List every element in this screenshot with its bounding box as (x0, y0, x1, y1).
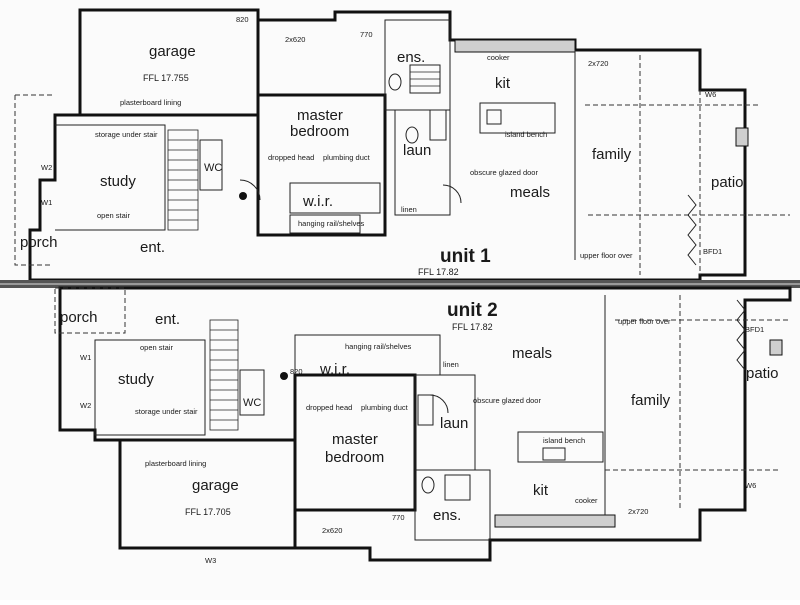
note-plasterboard-u2: plasterboard lining (145, 459, 206, 468)
room-master-u2: master (332, 431, 378, 448)
note-dropped-head-u2: dropped head (306, 403, 352, 412)
door-bfd1-u2: BFD1 (745, 325, 764, 334)
room-garage-u2: garage (192, 477, 239, 494)
dim-820-u2: 820 (290, 367, 303, 376)
room-kit-u1: kit (495, 75, 511, 92)
dim-2x620-u2: 2x620 (322, 526, 342, 535)
unit-1-title: unit 1 (440, 246, 491, 267)
room-porch-u1: porch (20, 234, 58, 251)
unit-2-title: unit 2 (447, 300, 498, 321)
room-ent-u2: ent. (155, 311, 180, 328)
note-obscure-u2: obscure glazed door (473, 396, 541, 405)
dim-820-u1: 820 (236, 15, 249, 24)
unit-2-ffl: FFL 17.82 (452, 322, 493, 332)
room-laun-u2: laun (440, 415, 468, 432)
note-storage-u2: storage under stair (135, 407, 198, 416)
room-wir-u1: w.i.r. (302, 193, 333, 210)
win-w1-u2: W1 (80, 353, 91, 362)
win-w2-u2: W2 (80, 401, 91, 410)
note-linen-u2: linen (443, 360, 459, 369)
unit-2-plan (54, 286, 792, 562)
note-upper-floor-u2: upper floor over (618, 317, 671, 326)
dim-770-u2: 770 (392, 513, 405, 522)
ffl-garage-u2: FFL 17.705 (185, 507, 231, 517)
note-hanging-u1: hanging rail/shelves (298, 219, 365, 228)
room-patio-u1: patio (711, 174, 744, 191)
door-bfd1-u1: BFD1 (703, 247, 722, 256)
room-patio-u2: patio (746, 365, 779, 382)
dim-2x620-u1: 2x620 (285, 35, 305, 44)
win-w6-u2: W6 (745, 481, 756, 490)
room-family-u1: family (592, 146, 632, 163)
note-island-u1: island bench (505, 130, 547, 139)
note-upper-floor-u1: upper floor over (580, 251, 633, 260)
room-kit-u2: kit (533, 482, 549, 499)
ffl-garage-u1: FFL 17.755 (143, 73, 189, 83)
note-obscure-u1: obscure glazed door (470, 168, 538, 177)
room-bedroom-u1: bedroom (290, 123, 349, 140)
room-study-u1: study (100, 173, 136, 190)
note-island-u2: island bench (543, 436, 585, 445)
unit-1-plan (14, 8, 790, 282)
note-plumbing-duct-u1: plumbing duct (323, 153, 371, 162)
note-open-stair-u1: open stair (97, 211, 130, 220)
note-plumbing-duct-u2: plumbing duct (361, 403, 409, 412)
room-bedroom-u2: bedroom (325, 449, 384, 466)
note-storage-u1: storage under stair (95, 130, 158, 139)
room-meals-u1: meals (510, 184, 550, 201)
room-ens-u2: ens. (433, 507, 461, 524)
dim-2x720-u1: 2x720 (588, 59, 608, 68)
room-meals-u2: meals (512, 345, 552, 362)
win-w2-u1: W2 (41, 163, 52, 172)
note-plasterboard-u1: plasterboard lining (120, 98, 181, 107)
room-family-u2: family (631, 392, 671, 409)
note-cooker-u1: cooker (487, 53, 510, 62)
win-w1-u1: W1 (41, 198, 52, 207)
room-master-u1: master (297, 107, 343, 124)
room-wc-u1: WC (204, 162, 222, 174)
room-ens-u1: ens. (397, 49, 425, 66)
room-study-u2: study (118, 371, 154, 388)
note-linen-u1: linen (401, 205, 417, 214)
note-cooker-u2: cooker (575, 496, 598, 505)
room-ent-u1: ent. (140, 239, 165, 256)
win-w3-u2: W3 (205, 556, 216, 565)
room-wc-u2: WC (243, 397, 261, 409)
note-dropped-head-u1: dropped head (268, 153, 314, 162)
unit-1-ffl: FFL 17.82 (418, 267, 459, 277)
note-hanging-u2: hanging rail/shelves (345, 342, 412, 351)
win-w6-u1: W6 (705, 90, 716, 99)
room-wir-u2: w.i.r. (319, 361, 350, 378)
room-garage-u1: garage (149, 43, 196, 60)
room-laun-u1: laun (403, 142, 431, 159)
dim-2x720-u2: 2x720 (628, 507, 648, 516)
room-porch-u2: porch (60, 309, 98, 326)
dim-770-u1: 770 (360, 30, 373, 39)
note-open-stair-u2: open stair (140, 343, 173, 352)
